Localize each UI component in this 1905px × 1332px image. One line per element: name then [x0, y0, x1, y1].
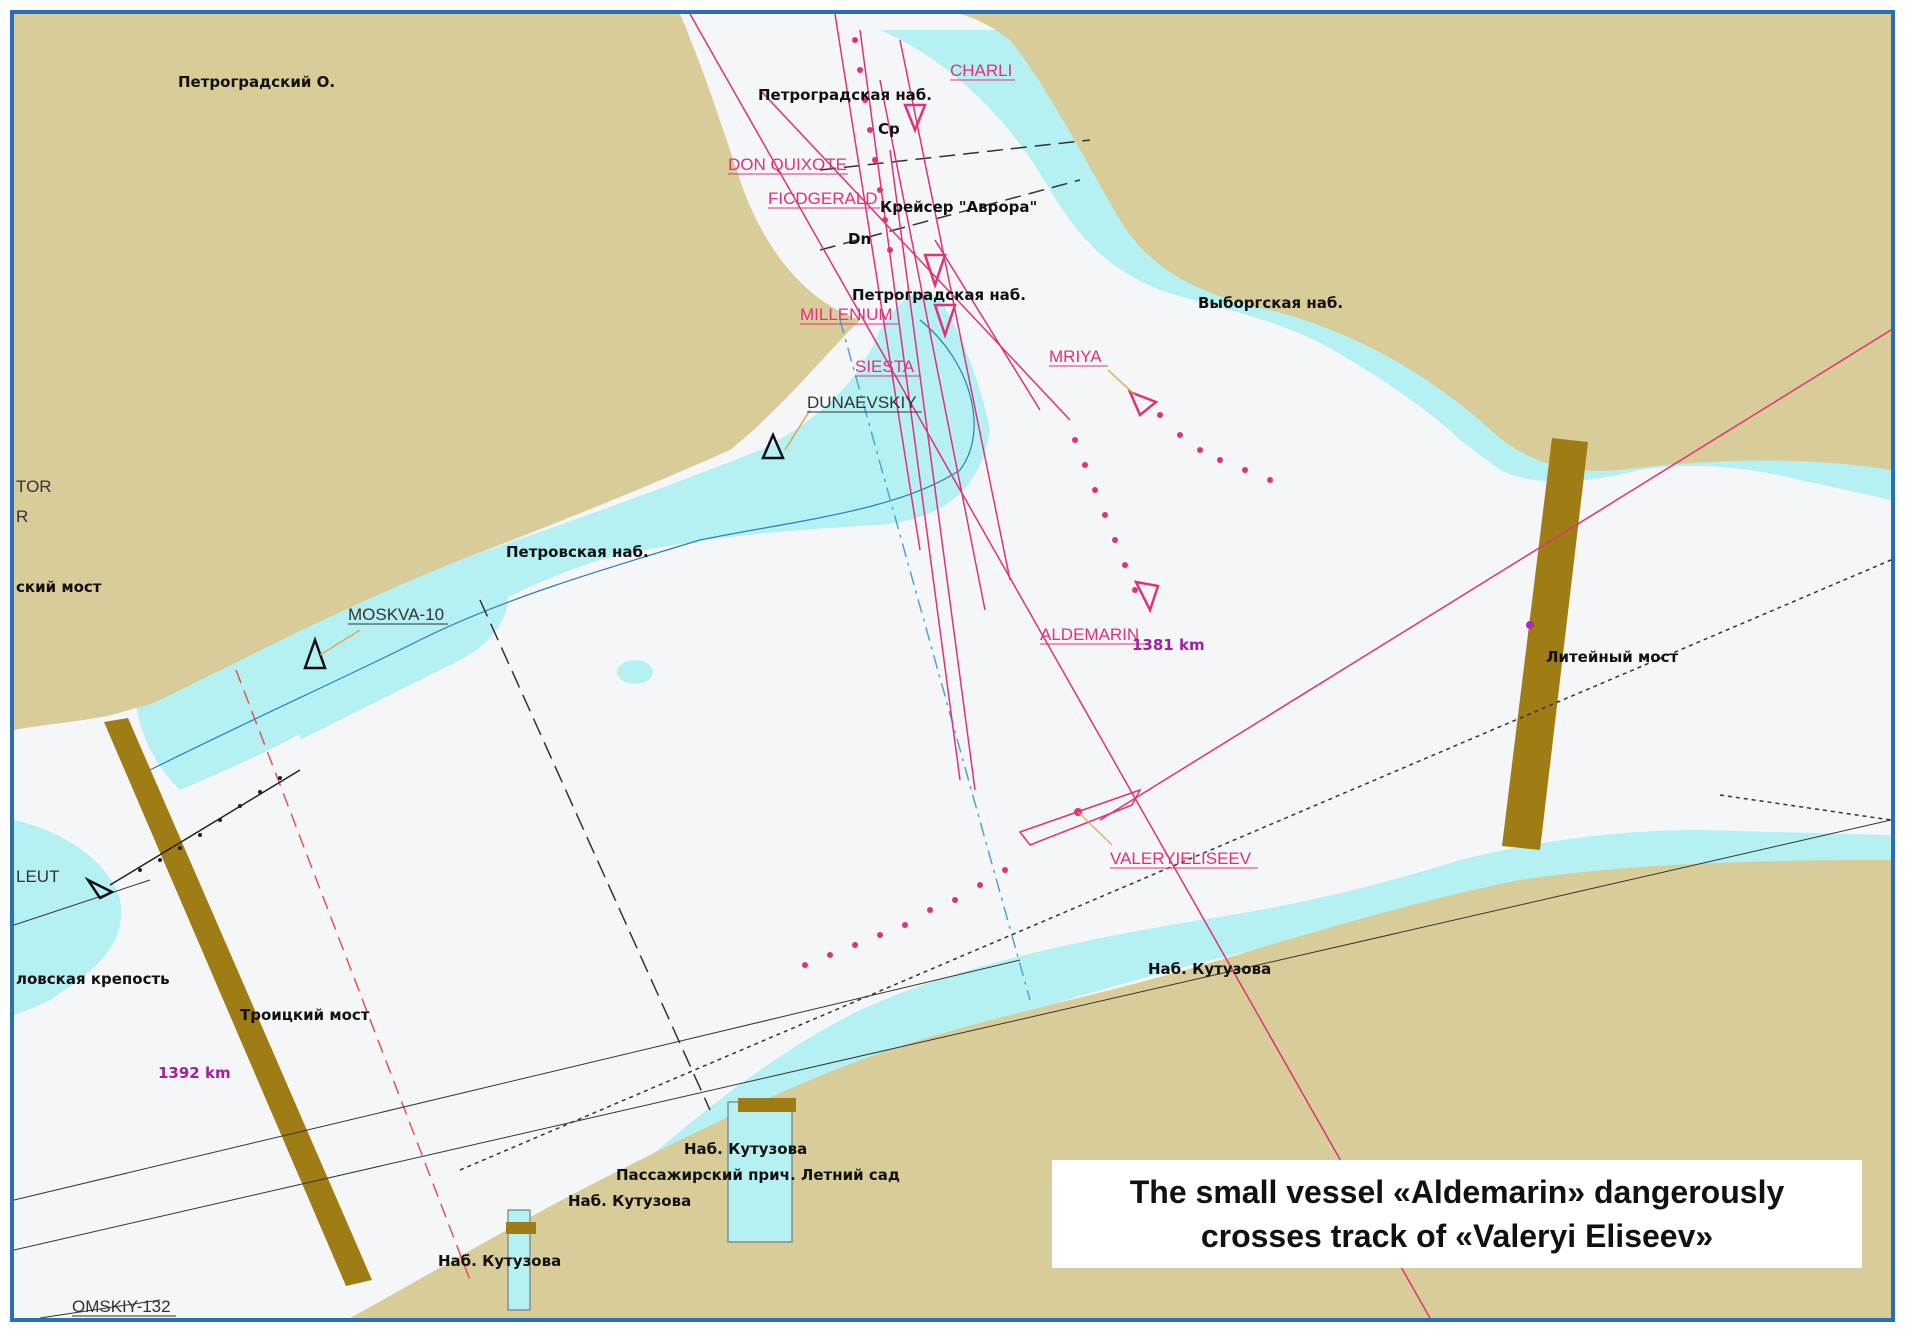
shoal: [617, 660, 653, 684]
vessel-mriya-icon: [1127, 389, 1159, 418]
pier-structure-1: [738, 1098, 796, 1112]
cable-line-4: [819, 139, 1091, 171]
leut-icon: [84, 876, 115, 900]
svg-text:1392 km: 1392 km: [158, 1064, 231, 1082]
svg-text:Петровская наб.: Петровская наб.: [506, 543, 649, 561]
vessel-charli-icon: [903, 103, 927, 134]
route-line-4: [39, 1299, 161, 1318]
route-line: [14, 819, 1891, 1251]
track-dots: [802, 37, 1534, 968]
vessel-label-charli: CHARLI: [950, 61, 1012, 80]
vessel-labels[interactable]: CHARLI DON QUIXOTE FICDGERALD MILLENIUM …: [16, 61, 1252, 1316]
vessel-tracks: [689, 14, 1891, 1318]
vessel-ficdgerald-icon: [923, 253, 947, 289]
route-line-2: [14, 959, 1021, 1201]
fairway-line-2: [1719, 794, 1891, 821]
svg-text:Наб. Кутузова: Наб. Кутузова: [684, 1140, 807, 1158]
vessel-label-moskva10: MOSKVA-10: [348, 605, 444, 624]
vessel-label-millenium: MILLENIUM: [800, 305, 893, 324]
svg-text:Петроградский О.: Петроградский О.: [178, 73, 335, 91]
svg-text:Cp: Cp: [878, 120, 900, 138]
svg-text:1381 km: 1381 km: [1132, 636, 1205, 654]
moskva10-icon: [303, 636, 327, 670]
vessel-label-mriya: MRIYA: [1049, 347, 1102, 366]
svg-text:Пассажирский прич. Летний сад: Пассажирский прич. Летний сад: [616, 1166, 900, 1184]
vessel-aldemarin-icon: [1133, 580, 1160, 614]
vessel-label-leut: LEUT: [16, 867, 59, 886]
track-black-west: [109, 769, 301, 886]
dunaevskiy-icon: [761, 431, 785, 460]
vessel-icons[interactable]: [903, 103, 1160, 614]
land-fortress: [14, 600, 150, 730]
svg-text:Троицкий мост: Троицкий мост: [240, 1006, 370, 1024]
km-marks: 1381 km 1392 km: [158, 636, 1205, 1082]
vessel-label-valeryieliseev: VALERYIELISEEV: [1110, 849, 1252, 868]
buoy-icons[interactable]: [84, 431, 785, 900]
svg-text:Крейсер "Аврора": Крейсер "Аврора": [880, 198, 1037, 216]
troitskiy-bridge[interactable]: [104, 718, 372, 1286]
cable-line-3: [839, 319, 1031, 1001]
land-vyborg: [960, 14, 1891, 471]
svg-text:ловская крепость: ловская крепость: [16, 970, 170, 988]
svg-text:Наб. Кутузова: Наб. Кутузова: [568, 1192, 691, 1210]
caption-line-1: The small vessel «Aldemarin» dangerously: [1129, 1174, 1785, 1210]
label-leaders: [319, 369, 1136, 846]
map-border: [10, 10, 1895, 1322]
channel-outline: [149, 319, 975, 771]
svg-text:Наб. Кутузова: Наб. Кутузова: [1148, 960, 1271, 978]
svg-text:Наб. Кутузова: Наб. Кутузова: [438, 1252, 561, 1270]
shallow-water-west: [14, 820, 122, 1015]
vessel-label-don-quixote: DON QUIXOTE: [728, 155, 847, 174]
pier-2: [507, 1209, 531, 1311]
caption-line-2: crosses track of «Valeryi Eliseev»: [1200, 1218, 1714, 1254]
pier-structure-2: [506, 1222, 536, 1234]
svg-text:Выборгская наб.: Выборгская наб.: [1198, 294, 1343, 312]
caption-box: The small vessel «Aldemarin» dangerously…: [1052, 1160, 1862, 1268]
route-line-3: [14, 879, 151, 926]
vessel-label-siesta: SIESTA: [855, 357, 915, 376]
fairway-line-1: [459, 559, 1891, 1171]
vessel-label-dunaevskiy: DUNAEVSKIY: [807, 393, 917, 412]
vessel-label-underlines: [72, 79, 1258, 1317]
vessel-millenium-icon: [933, 303, 957, 339]
land-petrogradsky: [14, 14, 860, 709]
vessel-valeryieliseev-icon[interactable]: [1018, 788, 1142, 846]
vessel-label-ficdgerald: FICDGERALD: [768, 189, 878, 208]
svg-text:Петроградская наб.: Петроградская наб.: [758, 86, 932, 104]
svg-text:Петроградская наб.: Петроградская наб.: [852, 286, 1026, 304]
place-labels: Петроградский О. Петроградская наб. Крей…: [16, 73, 1678, 1270]
vessel-label-omskiy132: OMSKIY-132: [72, 1297, 171, 1316]
cable-line-2: [479, 599, 711, 1111]
cable-line-5: [819, 179, 1081, 251]
svg-text:ский мост: ский мост: [16, 578, 102, 596]
vessel-label-tor: TOR: [16, 477, 52, 496]
vessel-label-r: R: [16, 507, 28, 526]
pier-1: [727, 1101, 793, 1243]
svg-text:Dn: Dn: [848, 230, 871, 248]
track-dots-black: [138, 776, 282, 872]
svg-text:Литейный мост: Литейный мост: [1546, 648, 1678, 666]
liteyny-bridge[interactable]: [1502, 438, 1588, 850]
shallow-water-island: [300, 580, 508, 740]
vessel-label-aldemarin: ALDEMARIN: [1040, 625, 1139, 644]
